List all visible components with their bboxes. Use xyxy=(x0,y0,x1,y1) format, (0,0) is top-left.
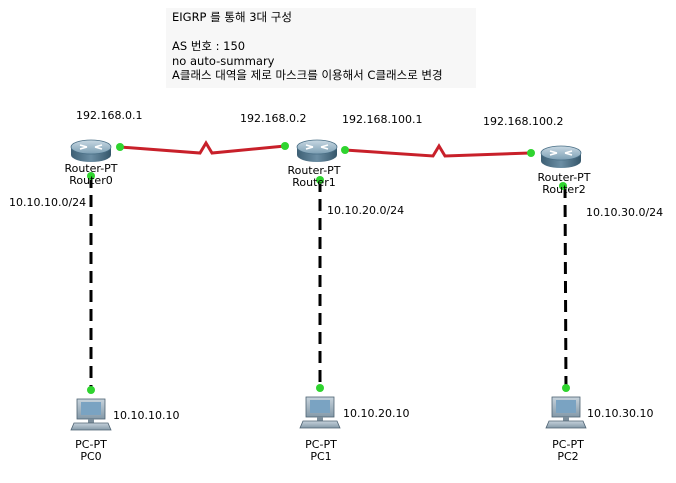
pc2-label[interactable]: PC-PT PC2 xyxy=(543,439,593,463)
router1-serial1-ip: 192.168.100.1 xyxy=(342,113,423,126)
pc0-ip: 10.10.10.10 xyxy=(113,409,180,422)
pc2-type: PC-PT xyxy=(552,438,584,451)
pc-icon[interactable] xyxy=(545,396,587,429)
pc2-name: PC2 xyxy=(557,450,579,463)
lan2-network-label: 10.10.30.0/24 xyxy=(586,206,664,219)
router0-label[interactable]: Router-PT Router0 xyxy=(61,163,121,187)
pc1-type: PC-PT xyxy=(305,438,337,451)
pc1-label[interactable]: PC-PT PC1 xyxy=(296,439,346,463)
serial-link-router1-router2[interactable] xyxy=(344,143,531,158)
router-icon[interactable] xyxy=(540,145,582,168)
topology-note[interactable]: EIGRP 를 통해 3대 구성 AS 번호 : 150 no auto-sum… xyxy=(166,8,476,88)
lan0-network-label: 10.10.10.0/24 xyxy=(9,196,87,209)
pc2-ip: 10.10.30.10 xyxy=(587,407,654,420)
router1-label[interactable]: Router-PT Router1 xyxy=(284,165,344,189)
note-command: no auto-summary xyxy=(172,54,275,68)
link-status-dots xyxy=(87,142,570,394)
pc1-ip: 10.10.20.10 xyxy=(343,407,410,420)
pc-icon[interactable] xyxy=(299,396,341,429)
lan1-network-label: 10.10.20.0/24 xyxy=(327,204,405,217)
note-title: EIGRP 를 통해 3대 구성 xyxy=(172,10,292,24)
lan-link-router2-pc2[interactable] xyxy=(563,185,568,391)
pc0-name: PC0 xyxy=(80,450,102,463)
router0-name: Router0 xyxy=(69,174,113,187)
pc-icon[interactable] xyxy=(70,398,112,431)
router2-label[interactable]: Router-PT Router2 xyxy=(534,172,594,196)
router1-type: Router-PT xyxy=(287,164,341,177)
note-as-number: AS 번호 : 150 xyxy=(172,39,246,53)
serial-link-router0-router1[interactable] xyxy=(119,140,286,155)
pc0-label[interactable]: PC-PT PC0 xyxy=(66,439,116,463)
router2-type: Router-PT xyxy=(537,171,591,184)
router0-type: Router-PT xyxy=(64,162,118,175)
note-description: A클래스 대역을 제로 마스크를 이용해서 C클래스로 변경 xyxy=(172,68,443,82)
pc1-name: PC1 xyxy=(310,450,332,463)
router2-name: Router2 xyxy=(542,183,586,196)
router1-name: Router1 xyxy=(292,176,336,189)
router-icon[interactable] xyxy=(70,139,112,162)
router-icon[interactable] xyxy=(296,139,338,162)
router1-serial0-ip: 192.168.0.2 xyxy=(240,112,307,125)
router2-serial-ip: 192.168.100.2 xyxy=(483,115,564,128)
router0-serial-ip: 192.168.0.1 xyxy=(76,109,143,122)
pc0-type: PC-PT xyxy=(75,438,107,451)
